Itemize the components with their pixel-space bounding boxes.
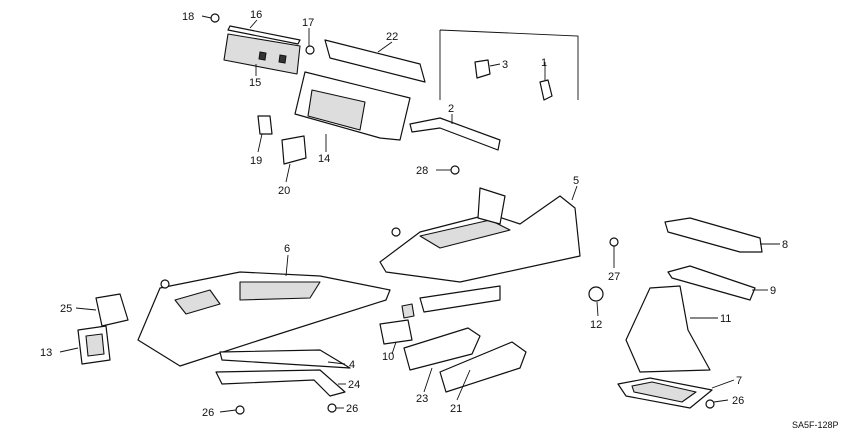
callout-10: 10: [382, 351, 394, 363]
part-15-slots: [258, 51, 287, 64]
callout-23: 23: [416, 393, 428, 405]
part-8-bracket: [664, 217, 763, 253]
part-12-knob: [588, 286, 604, 302]
callout-24: 24: [348, 379, 360, 391]
callout-14: 14: [318, 153, 330, 165]
part-5-back: [477, 187, 506, 225]
callout-3: 3: [502, 59, 508, 71]
callout-15: 15: [249, 77, 261, 89]
part-1-bracket: [539, 79, 553, 101]
part-5-opening: [419, 219, 511, 249]
part-7-opening: [631, 381, 697, 403]
callout-17: 17: [302, 17, 314, 29]
callout-4: 4: [349, 359, 355, 371]
part-13-face: [85, 333, 105, 357]
callout-26-mid: 26: [346, 403, 358, 415]
part-4-trim: [219, 349, 351, 369]
callout-28: 28: [416, 165, 428, 177]
diagram-code: SA5F-128P: [792, 420, 839, 430]
callout-22: 22: [386, 31, 398, 43]
part-5-rear-console: [379, 195, 581, 283]
callout-7: 7: [736, 375, 742, 387]
callout-21: 21: [450, 403, 462, 415]
part-26-screw-left: [235, 405, 245, 415]
part-22-lid: [324, 39, 426, 83]
part-10-switch: [379, 319, 413, 345]
part-25-bracket: [95, 293, 129, 327]
callout-26-right: 26: [732, 395, 744, 407]
part-11-boot: [625, 285, 711, 373]
part-28-screw: [450, 165, 460, 175]
part-3-clip: [474, 59, 491, 79]
part-6-screw: [160, 279, 170, 289]
part-16-strip: [227, 25, 301, 45]
callout-20: 20: [278, 185, 290, 197]
callout-11: 11: [720, 313, 731, 325]
callout-16: 16: [250, 9, 262, 21]
part-21-panel: [439, 341, 527, 393]
callout-6: 6: [284, 243, 290, 255]
part-19-switch: [257, 115, 273, 135]
part-18-clip: [210, 13, 220, 23]
callout-27: 27: [608, 271, 620, 283]
callout-5: 5: [573, 175, 579, 187]
callout-13: 13: [40, 347, 52, 359]
callout-2: 2: [448, 103, 454, 115]
part-10-bulb: [401, 303, 415, 319]
part-17-nut: [305, 45, 315, 55]
callout-1: 1: [541, 57, 547, 69]
callout-18: 18: [182, 11, 194, 23]
part-27-screw: [609, 237, 619, 247]
callout-12: 12: [590, 319, 602, 331]
part-24-trim: [215, 369, 346, 397]
part-2-bracket: [409, 117, 501, 151]
callout-labels: 1 2 3 4 5 6 7 8 9 10 11 12 13 14 15 16 1…: [40, 9, 788, 419]
part-14-opening: [307, 89, 366, 131]
part-26-screw-right: [705, 399, 715, 409]
part-5-screw: [391, 227, 401, 237]
part-23-panel: [403, 327, 481, 371]
callout-8: 8: [782, 239, 788, 251]
part-26-screw-mid: [327, 403, 337, 413]
part-6-opening: [174, 281, 321, 315]
part-20-switch: [281, 135, 307, 165]
leader-lines: [59, 15, 780, 413]
part-9-plate: [667, 265, 756, 301]
callout-19: 19: [250, 155, 262, 167]
inset-frame: [439, 29, 579, 100]
part-5-tray: [419, 285, 501, 313]
callout-9: 9: [770, 285, 776, 297]
callout-25: 25: [60, 303, 72, 315]
callout-26-left: 26: [202, 407, 214, 419]
